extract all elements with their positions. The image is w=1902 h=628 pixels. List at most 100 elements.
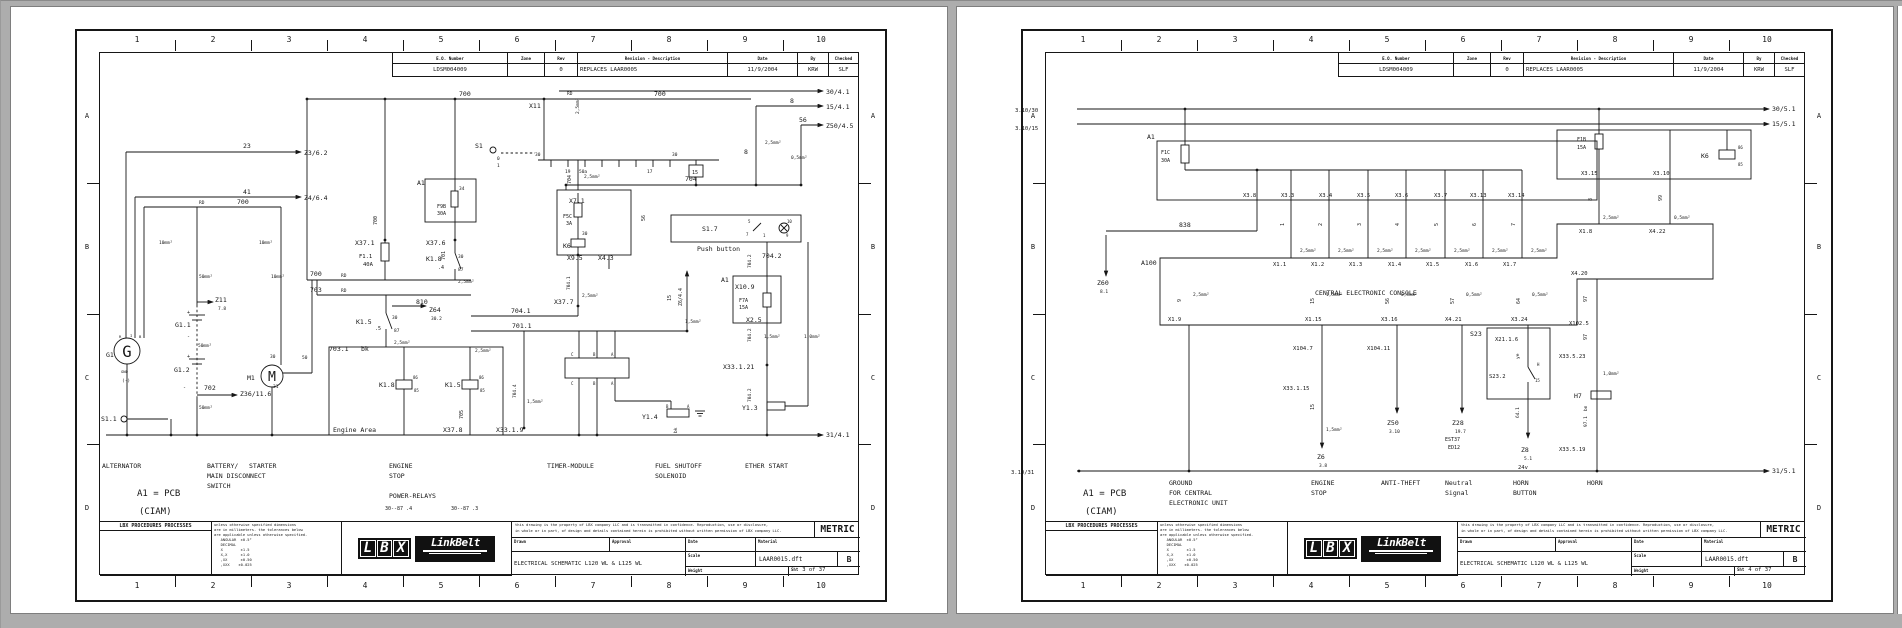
grid-tick — [1729, 40, 1730, 51]
grid-column-label: 1 — [1080, 581, 1086, 590]
schematic-label: EST37 — [1445, 437, 1460, 443]
wire — [454, 252, 462, 270]
grid-tick — [1273, 40, 1274, 51]
schematic-label: BUTTON — [1513, 489, 1537, 497]
schematic-label: Z60 — [1097, 279, 1109, 287]
schematic-label: 15/4.1 — [826, 103, 850, 111]
grid-column-label: 2 — [210, 581, 216, 590]
component-letter: G — [122, 343, 131, 361]
schematic-label: 3.10 — [1389, 429, 1400, 435]
schematic-label: 2,5mm² — [1193, 292, 1209, 298]
schematic-label: 56 — [799, 116, 807, 124]
grid-tick — [87, 182, 99, 184]
component-box — [1486, 327, 1551, 400]
grid-column-label: 7 — [1536, 581, 1542, 590]
junction-dot — [383, 97, 387, 101]
component-circle — [778, 222, 790, 234]
schematic-label: 50mm² — [198, 343, 212, 349]
schematic-label: 703 — [310, 286, 322, 294]
schematic-label: 8 — [1588, 198, 1594, 201]
schematic-label: 701 — [441, 251, 447, 260]
date-cell: Date11/9/2004 — [1632, 538, 1702, 552]
grid-tick — [87, 313, 99, 315]
schematic-label: A1 — [417, 179, 425, 187]
schematic-label: Z6 — [1317, 453, 1325, 461]
grid-row-label: D — [1030, 504, 1036, 513]
junction-dot — [195, 433, 199, 437]
grid-column-label: 1 — [134, 581, 140, 590]
grid-tick — [403, 576, 404, 587]
schematic-label: 15A — [1577, 145, 1586, 151]
schematic-label: 2,5mm² — [1377, 248, 1393, 254]
schematic-label: 704.4 — [512, 384, 518, 398]
schematic-label: 85 — [1738, 162, 1743, 167]
schematic-label: 34 — [459, 186, 465, 192]
grid-row-label: C — [84, 373, 90, 382]
schematic-label: 1,0mm² — [804, 334, 820, 340]
grid-column-label: 4 — [1308, 35, 1314, 44]
schematic-label: 17 — [647, 169, 653, 175]
schematic-label: F1C — [1161, 150, 1170, 156]
component-box — [1718, 149, 1736, 160]
drawing-frame-outer — [1021, 29, 1833, 602]
schematic-label: 2,5mm² — [1415, 248, 1431, 254]
schematic-label: 30A — [1161, 158, 1170, 164]
schematic-label: 30 — [535, 152, 541, 158]
revision-cell: Zone — [508, 52, 545, 64]
schematic-label: I — [130, 333, 132, 338]
grid-column-label: 3 — [1232, 581, 1238, 590]
junction-dot — [270, 433, 274, 437]
schematic-label: ED12 — [1448, 445, 1460, 451]
schematic-label: 1,5mm² — [764, 334, 780, 340]
schematic-label: Engine Area — [333, 426, 376, 434]
schematic-label: Y1.4 — [642, 413, 658, 421]
schematic-label: 2,5mm² — [765, 140, 781, 146]
revision-cell: By — [798, 52, 829, 64]
schematic-label: 7.8 — [218, 306, 226, 312]
grid-tick — [1349, 576, 1350, 587]
schematic-label: A — [611, 381, 614, 386]
grid-column-label: 1 — [1080, 35, 1086, 44]
grid-row-label: C — [1816, 373, 1822, 382]
junction-dot — [542, 97, 546, 101]
schematic-label: GROUND — [1169, 479, 1193, 487]
schematic-label: X7.1 — [569, 197, 585, 205]
schematic-label: - — [187, 334, 190, 340]
grid-column-label: 4 — [362, 581, 368, 590]
document-number: LAAR0015.dft — [756, 552, 838, 567]
schematic-label: X102.5 — [1569, 321, 1589, 327]
grid-column-label: 8 — [1612, 581, 1618, 590]
component-box — [564, 357, 630, 379]
schematic-label: X3.6 — [1395, 193, 1408, 199]
grid-column-label: 1 — [134, 35, 140, 44]
schematic-label: 705 — [459, 410, 465, 419]
schematic-label: ALTERNATOR — [102, 462, 141, 470]
schematic-label: 1,5mm² — [1326, 427, 1342, 433]
component-box — [1556, 129, 1752, 180]
grid-row-label: D — [870, 504, 876, 513]
schematic-label: 7 — [1511, 223, 1517, 226]
schematic-label: S1.7 — [702, 225, 718, 233]
schematic-label: 5.1 — [1524, 456, 1532, 462]
schematic-label: X3.13 — [1470, 193, 1487, 199]
grid-tick — [1197, 576, 1198, 587]
junction-dot — [799, 183, 803, 187]
revision-cell: SLF — [829, 64, 859, 77]
schematic-label: 1 — [763, 233, 766, 238]
schematic-label: Z50 — [1387, 419, 1399, 427]
schematic-label: A — [687, 404, 690, 409]
schematic-label: X3.16 — [1381, 317, 1398, 323]
schematic-label: X21.1.6 — [1495, 337, 1518, 343]
schematic-label: X33.5.23 — [1559, 354, 1586, 360]
procedures-label: LBX PROCEDURES PROCESSES — [100, 522, 211, 531]
schematic-label: 86 — [1738, 145, 1743, 150]
schematic-label: 838 — [1179, 221, 1191, 229]
schematic-label: F7A — [739, 298, 748, 304]
schematic-label: 3.8 — [1319, 463, 1327, 469]
component-box — [395, 379, 413, 390]
schematic-label: S1 — [475, 142, 483, 150]
component-box — [666, 408, 690, 418]
schematic-label: F9B — [437, 204, 446, 210]
